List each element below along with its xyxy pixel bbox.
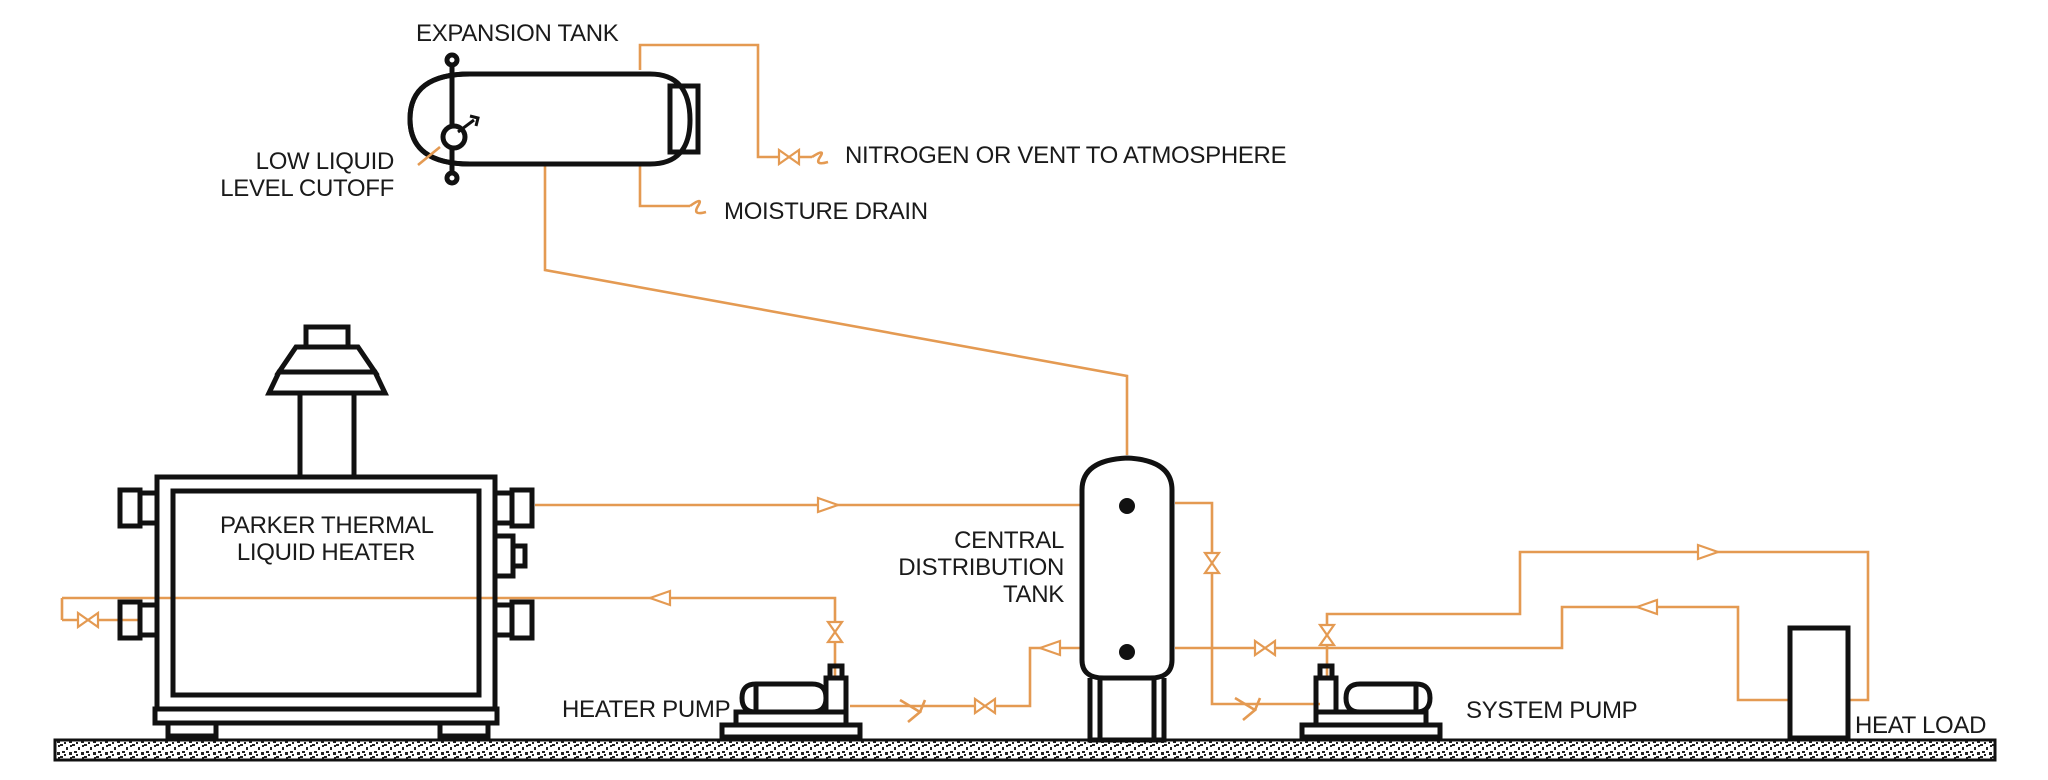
flow-arrow (646, 589, 672, 607)
valve (777, 147, 801, 167)
flow-arrow (1633, 598, 1659, 616)
flow-arrow (1036, 639, 1062, 657)
heat-load (1787, 625, 1851, 741)
drain-pipe (638, 164, 690, 208)
flow-arrow (816, 496, 842, 514)
low-liquid-level-cutoff-label: LOW LIQUID LEVEL CUTOFF (220, 148, 394, 202)
heater-label-line2: LIQUID HEATER (236, 539, 416, 566)
flow-arrows (646, 496, 1722, 657)
central-distribution-tank-label: CENTRAL DISTRIBUTION TANK (880, 527, 1064, 608)
ground-floor (53, 738, 1997, 762)
system-pump (1299, 663, 1443, 740)
vent-pipe (638, 43, 812, 159)
heat-load-return (1175, 605, 1790, 702)
nitrogen-vent-label: NITROGEN OR VENT TO ATMOSPHERE (845, 142, 1287, 169)
tank-to-system-pump (1175, 501, 1320, 706)
valve (825, 620, 845, 644)
moisture-drain-label: MOISTURE DRAIN (724, 198, 928, 225)
valve (1253, 638, 1277, 658)
heater-return-line (62, 596, 837, 678)
expansion-tank-label: EXPANSION TANK (416, 20, 619, 47)
drain-pipe-end (689, 199, 707, 215)
heat-load-label: HEAT LOAD (1855, 712, 1987, 739)
parker-thermal-liquid-heater (117, 324, 535, 739)
low-liquid-line1: LOW LIQUID (255, 148, 395, 175)
valves (76, 147, 1337, 723)
central-line3: TANK (1002, 581, 1064, 608)
heater-pump (719, 663, 863, 740)
vent-pipe-end (811, 151, 829, 165)
central-line2: DISTRIBUTION (898, 554, 1064, 581)
heater-label-line1: PARKER THERMAL (220, 512, 434, 539)
parker-heater-label: PARKER THERMAL LIQUID HEATER (220, 512, 434, 566)
flow-arrow (1696, 543, 1722, 561)
heater-return-stub (60, 598, 142, 622)
heater-pump-label: HEATER PUMP (562, 696, 731, 723)
low-liquid-line2: LEVEL CUTOFF (220, 175, 394, 202)
valve (973, 696, 997, 716)
heater-pump-line (850, 646, 1082, 708)
system-pump-label: SYSTEM PUMP (1466, 697, 1638, 724)
system-supply-line (1325, 550, 1870, 702)
valve (1202, 551, 1222, 575)
valve (1317, 623, 1337, 647)
central-line1: CENTRAL (954, 527, 1064, 554)
expansion-tank (407, 52, 701, 186)
strainer (1234, 696, 1262, 721)
expansion-line (543, 165, 1129, 455)
valve (76, 610, 100, 630)
strainer (899, 698, 927, 723)
central-distribution-tank (1079, 455, 1175, 743)
